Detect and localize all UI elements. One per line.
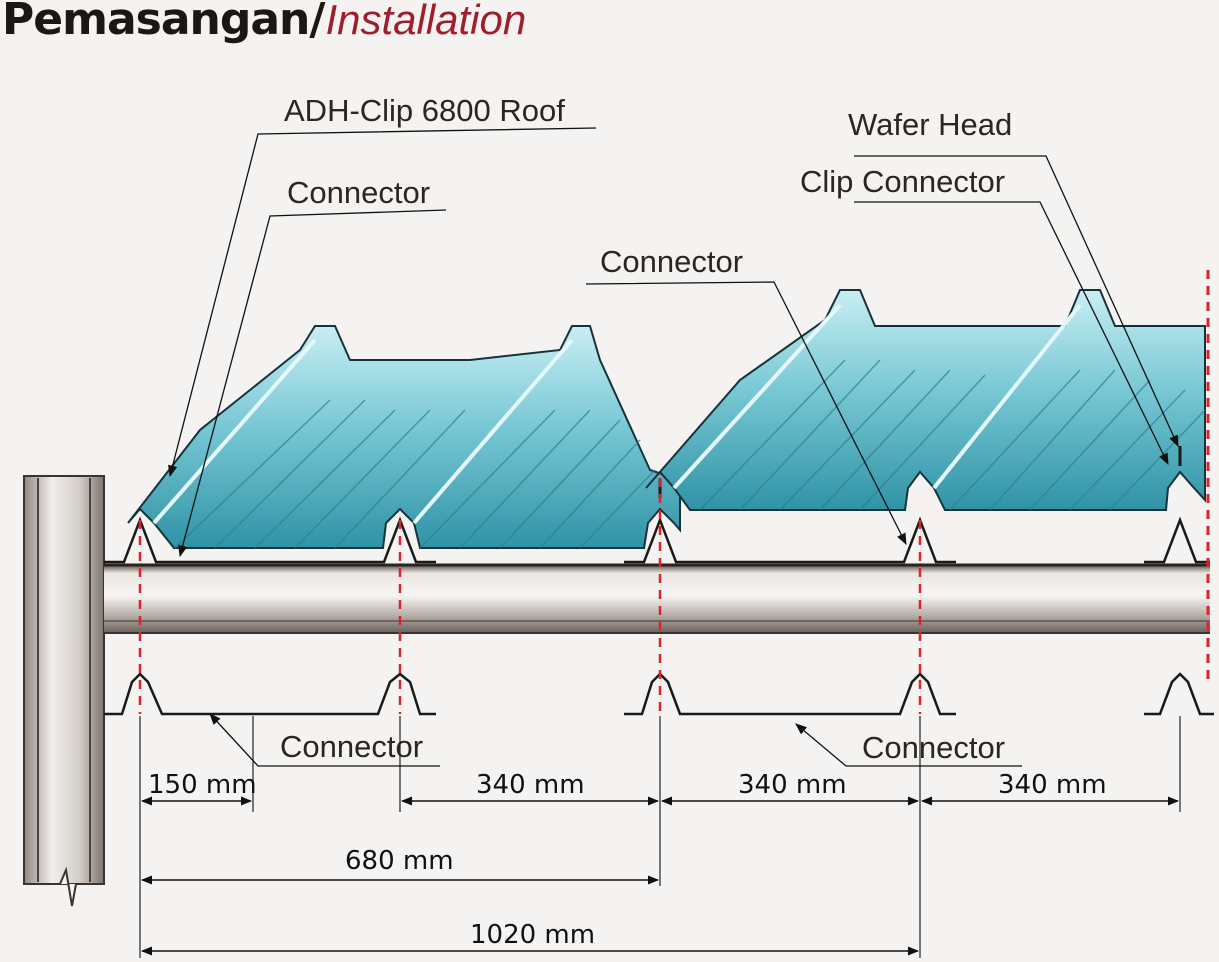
purlin-beam [104,563,1210,634]
lower-profile [104,672,1214,716]
label-connector-top-left: Connector [287,175,430,210]
label-wafer-head: Wafer Head [848,107,1012,142]
dimension-680: 680 mm [345,846,454,876]
title-main: Pemasangan [2,0,310,45]
title-separator: / [309,0,326,45]
centerlines [138,270,1210,714]
label-connector-bottom-right: Connector [862,730,1005,765]
dimension-340-a: 340 mm [476,770,585,800]
page-title: Pemasangan/Installation [2,0,526,47]
dimension-150: 150 mm [148,770,257,800]
dimension-340-b: 340 mm [738,770,847,800]
leader-lines [168,127,1179,767]
dimension-340-c: 340 mm [998,770,1107,800]
extension-lines [139,716,1181,958]
title-sub: Installation [325,0,527,43]
roof-sheet-left [127,325,681,549]
column-post [23,475,105,907]
label-clip-connector: Clip Connector [800,164,1005,199]
label-connector-bottom-left: Connector [280,729,423,764]
dimension-arrows [140,796,1180,956]
label-connector-top-mid: Connector [600,244,743,279]
label-roof: ADH-Clip 6800 Roof [284,93,565,128]
roof-sheet-right [645,289,1206,511]
dimension-1020: 1020 mm [470,920,595,950]
